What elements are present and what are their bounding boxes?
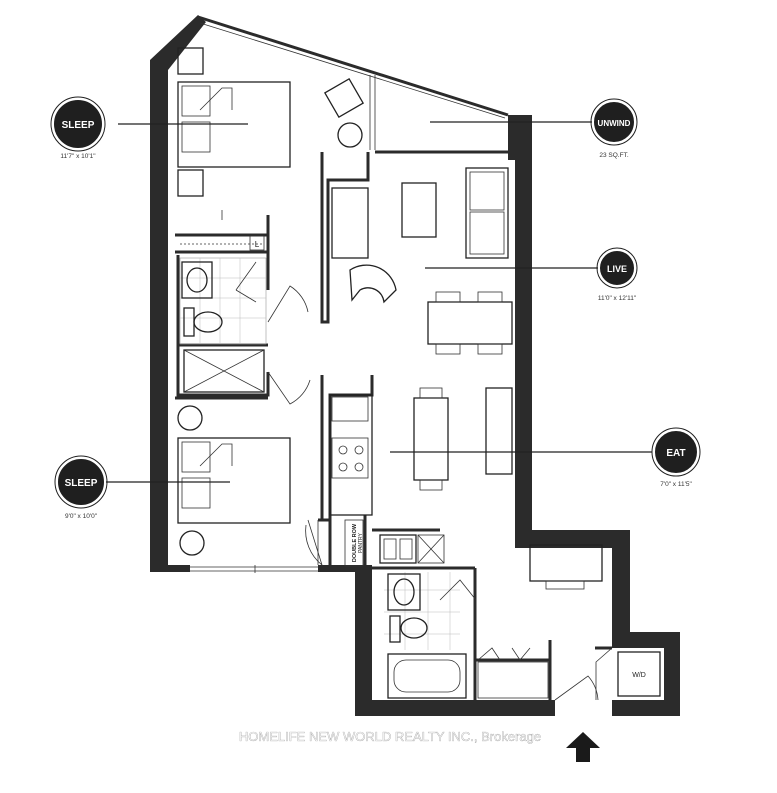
coffee-table (401, 182, 437, 238)
nightstand (177, 47, 204, 75)
label-sleep-1: SLEEP 11'7" x 10'1" (50, 96, 106, 160)
dining-table (427, 301, 513, 345)
sleep-2-name: SLEEP (65, 478, 98, 489)
bathroom-2 (384, 572, 477, 699)
washer-dryer (617, 651, 661, 697)
side-table (177, 405, 203, 431)
toilet (389, 615, 401, 643)
vanity (387, 573, 421, 611)
door-swings (267, 285, 613, 701)
kitchen: DOUBLE ROW PANTRY (329, 387, 513, 567)
leader-lines (104, 121, 652, 483)
label-unwind: UNWIND 23 SQ.FT. (590, 98, 638, 159)
unwind-dims: 23 SQ.FT. (599, 152, 628, 159)
kitchen-sink (379, 534, 417, 564)
bathtub (387, 653, 467, 699)
buffet (485, 387, 513, 475)
nightstand (177, 169, 204, 197)
bathroom-1 (179, 257, 267, 393)
vanity (181, 261, 213, 299)
eat-name: EAT (666, 448, 685, 459)
linen-mark: L (255, 240, 260, 249)
side-table (179, 530, 205, 556)
armchair (323, 77, 365, 119)
washer-dryer-label: W/D (632, 672, 646, 679)
cooktop (331, 437, 369, 479)
live-name: LIVE (607, 264, 627, 274)
windows (190, 22, 506, 573)
pantry-label-2: PANTRY (358, 532, 364, 552)
fridge (331, 396, 369, 422)
desk (529, 544, 603, 582)
interior-walls (175, 150, 612, 700)
eat-dims: 7'0" x 11'5" (660, 481, 692, 488)
label-sleep-2: SLEEP 9'0" x 10'0" (54, 455, 108, 520)
label-live: LIVE 11'0" x 12'11" (596, 247, 638, 302)
entry-area: W/D (477, 544, 661, 699)
island (413, 397, 449, 481)
sleep-2-dims: 9'0" x 10'0" (65, 513, 98, 520)
sleep-1-name: SLEEP (62, 120, 95, 131)
bedroom-1-furniture: L (177, 47, 365, 251)
live-dims: 11'0" x 12'11" (598, 295, 637, 302)
console-cabinet (331, 187, 369, 259)
sofa (465, 167, 509, 259)
side-table (337, 122, 363, 148)
lounge-chair (349, 264, 397, 304)
pantry-label: DOUBLE ROW (352, 523, 358, 562)
living-furniture (331, 167, 513, 355)
label-eat: EAT 7'0" x 11'5" (651, 427, 701, 488)
bed (177, 437, 291, 524)
shower (183, 349, 265, 393)
watermark: HOMELIFE NEW WORLD REALTY INC., Brokerag… (239, 729, 541, 744)
sleep-1-dims: 11'7" x 10'1" (60, 153, 96, 160)
bedroom-2-furniture (177, 405, 319, 565)
unwind-name: UNWIND (598, 119, 631, 128)
toilet (183, 307, 195, 337)
entry-arrow-icon (566, 732, 600, 762)
counter (329, 394, 373, 516)
